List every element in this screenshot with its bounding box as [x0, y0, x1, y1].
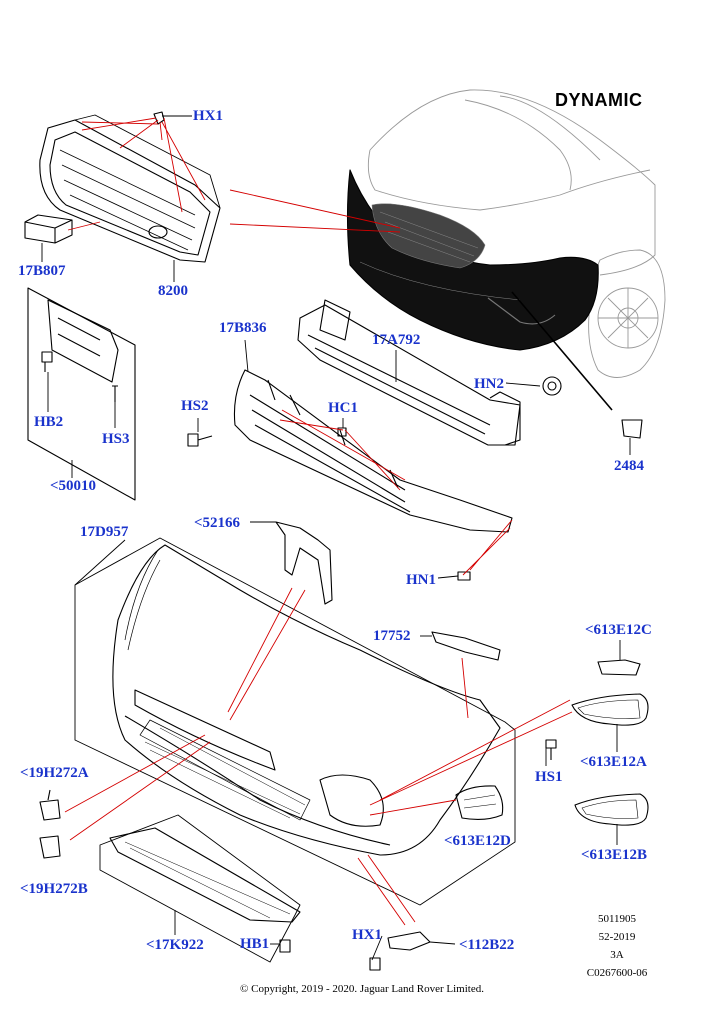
- label-2484[interactable]: 2484: [614, 458, 644, 474]
- lower-grille-box-17k922: [99, 814, 301, 963]
- label-hn2[interactable]: HN2: [474, 376, 504, 392]
- label-17k922[interactable]: <17K922: [146, 937, 204, 953]
- reference-line: 5011905: [597, 913, 637, 925]
- label-hs1[interactable]: HS1: [535, 769, 563, 785]
- label-8200[interactable]: 8200: [158, 283, 188, 299]
- illustration-reference: 5011905 52-2019 3A C0267600-06: [582, 910, 652, 982]
- label-613e12b[interactable]: <613E12B: [581, 847, 648, 863]
- label-19h272a[interactable]: <19H272A: [20, 765, 89, 781]
- label-hc1[interactable]: HC1: [328, 400, 358, 416]
- label-17a792[interactable]: 17A792: [372, 332, 421, 348]
- label-17752[interactable]: 17752: [373, 628, 411, 644]
- bumper-box-17d957: [74, 537, 516, 906]
- grille-8200: [39, 114, 221, 263]
- label-17d957[interactable]: 17D957: [80, 524, 129, 540]
- label-17b807[interactable]: 17B807: [18, 263, 66, 279]
- reference-line: 52-2019: [598, 931, 636, 943]
- label-hb1[interactable]: HB1: [240, 936, 270, 952]
- plate-box-50010: [27, 287, 136, 501]
- label-hs3[interactable]: HS3: [102, 431, 130, 447]
- label-hx1-bottom[interactable]: HX1: [352, 927, 382, 943]
- reference-line: C0267600-06: [586, 967, 648, 979]
- variant-title: DYNAMIC: [555, 90, 643, 110]
- label-112b22[interactable]: <112B22: [459, 937, 515, 953]
- vehicle-outline: [367, 89, 666, 378]
- label-613e12c[interactable]: <613E12C: [585, 622, 652, 638]
- label-hx1-top[interactable]: HX1: [193, 108, 223, 124]
- beam-17a792: [297, 299, 521, 446]
- bumper-17d957: [112, 544, 501, 856]
- label-613e12a[interactable]: <613E12A: [580, 754, 647, 770]
- label-19h272b[interactable]: <19H272B: [20, 881, 88, 897]
- reference-line: 3A: [610, 949, 624, 961]
- label-50010[interactable]: <50010: [50, 478, 97, 494]
- label-hn1[interactable]: HN1: [406, 572, 436, 588]
- copyright-notice: © Copyright, 2019 - 2020. Jaguar Land Ro…: [240, 983, 484, 995]
- label-hb2[interactable]: HB2: [34, 414, 64, 430]
- label-613e12d[interactable]: <613E12D: [444, 833, 511, 849]
- bracket-17b836: [233, 369, 513, 533]
- label-17b836[interactable]: 17B836: [219, 320, 267, 336]
- label-hs2[interactable]: HS2: [181, 398, 209, 414]
- label-52166[interactable]: <52166: [194, 515, 241, 531]
